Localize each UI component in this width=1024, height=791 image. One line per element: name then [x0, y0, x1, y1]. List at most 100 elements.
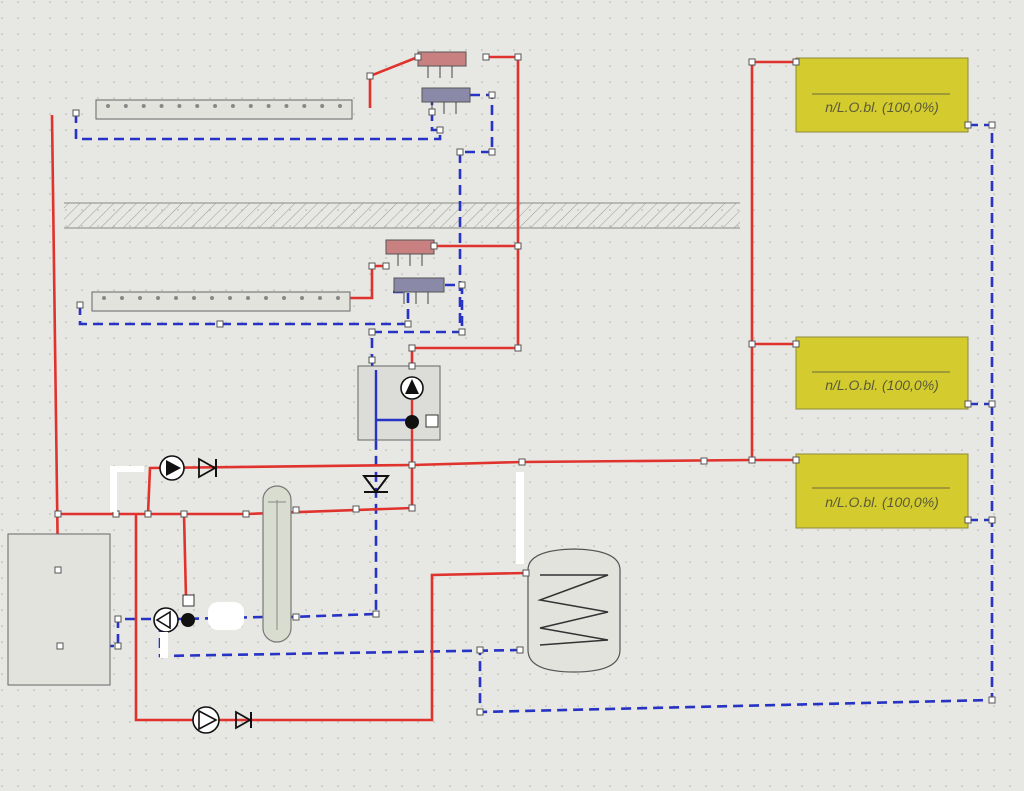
- correction-marks: [110, 466, 524, 658]
- loop-outlet: [141, 104, 146, 108]
- pipe-node: [408, 362, 416, 370]
- radiator-1: n/L.O.bl. (100,0%): [795, 57, 969, 133]
- pipe-node: [428, 108, 436, 116]
- floor-heating-upper: [95, 99, 353, 120]
- manifold-return-upper: [421, 87, 471, 114]
- supply-pipe-dhw: [134, 514, 527, 722]
- pipe-node: [382, 262, 390, 270]
- loop-outlet: [336, 296, 340, 300]
- check-valve-icon: [235, 710, 252, 730]
- pipe-node: [518, 458, 526, 466]
- pipe-node: [748, 340, 756, 348]
- pipe-node: [458, 328, 466, 336]
- pipe-node: [700, 457, 708, 465]
- pipe-node: [516, 646, 524, 654]
- loop-outlet: [266, 104, 271, 108]
- pipe-node: [488, 148, 496, 156]
- loop-outlet: [123, 104, 128, 108]
- pipe-node: [114, 642, 122, 650]
- pipe-node: [76, 301, 84, 309]
- loop-outlet: [192, 296, 196, 300]
- boiler-box: [7, 533, 111, 686]
- pump-icon: [192, 706, 220, 734]
- dhw-coil-tank: [527, 548, 621, 673]
- manifold-supply-lower: [385, 239, 435, 266]
- loop-outlet: [156, 296, 160, 300]
- manifold-return-lower: [393, 277, 445, 304]
- pipe-node: [456, 148, 464, 156]
- pipe-node: [414, 53, 422, 61]
- radiator-label: n/L.O.bl. (100,0%): [825, 99, 939, 115]
- pipe-node: [368, 262, 376, 270]
- pipe-node: [180, 510, 188, 518]
- pipe-node: [216, 320, 224, 328]
- mixing-valve-icon: [181, 613, 195, 627]
- check-valve-icon: [198, 457, 217, 479]
- pipe-node: [54, 510, 62, 518]
- pipe-node: [242, 510, 250, 518]
- loop-outlet: [138, 296, 142, 300]
- floor-heating-lower: [91, 291, 351, 312]
- pipe-node: [988, 516, 996, 524]
- loop-outlet: [195, 104, 200, 108]
- pipe-node: [964, 516, 972, 524]
- mixing-valve-icon: [405, 415, 419, 429]
- pump-icon: [159, 455, 185, 481]
- pipe-node: [964, 121, 972, 129]
- return-pipe-upper-manifold: [458, 93, 494, 325]
- supply-pipe-left-riser: [50, 114, 60, 571]
- pipe-node: [372, 610, 380, 618]
- manifold-supply-upper: [417, 51, 467, 78]
- pipe-node: [436, 126, 444, 134]
- pipe-node: [964, 400, 972, 408]
- pipe-node: [514, 53, 522, 61]
- pipe-node: [366, 72, 374, 80]
- loop-outlet: [282, 296, 286, 300]
- pipe-node: [458, 281, 466, 289]
- pipe-node: [404, 320, 412, 328]
- loop-outlet: [338, 104, 342, 108]
- pipe-node: [408, 504, 416, 512]
- loop-outlet: [228, 296, 232, 300]
- pipe-node: [368, 328, 376, 336]
- loop-outlet: [318, 296, 322, 300]
- pipe-node: [988, 121, 996, 129]
- radiator-2: n/L.O.bl. (100,0%): [795, 336, 969, 410]
- loop-outlet: [320, 104, 325, 108]
- mixing-group: [357, 365, 441, 441]
- pipe-node: [988, 696, 996, 704]
- pipe-node: [514, 344, 522, 352]
- loop-outlet: [246, 296, 250, 300]
- pipe-node: [430, 242, 438, 250]
- pipe-node: [522, 569, 530, 577]
- loop-outlet: [177, 104, 182, 108]
- pipe-node: [792, 58, 800, 66]
- pump-icon: [153, 607, 179, 633]
- loop-outlet: [302, 104, 307, 108]
- pipe-node: [408, 344, 416, 352]
- supply-pipe-separator: [182, 513, 188, 599]
- actuator-icon: [182, 594, 195, 607]
- loop-outlet: [102, 296, 106, 300]
- pipe-node: [988, 400, 996, 408]
- check-valve-icon: [362, 475, 390, 494]
- floor-slab: [64, 202, 740, 229]
- loop-outlet: [120, 296, 124, 300]
- loop-outlet: [284, 104, 289, 108]
- pipe-node: [792, 456, 800, 464]
- loop-outlet: [248, 104, 253, 108]
- radiator-label: n/L.O.bl. (100,0%): [825, 377, 939, 393]
- pipe-node: [748, 456, 756, 464]
- radiator-label: n/L.O.bl. (100,0%): [825, 494, 939, 510]
- loop-outlet: [213, 104, 218, 108]
- loop-outlet: [159, 104, 164, 108]
- buffer-vessel: [262, 485, 292, 643]
- pipe-node: [476, 708, 484, 716]
- pipe-node: [114, 615, 122, 623]
- pipe-node: [408, 461, 416, 469]
- loop-outlet: [106, 104, 110, 108]
- pipe-node: [792, 340, 800, 348]
- loop-outlet: [230, 104, 235, 108]
- pipe-node: [144, 510, 152, 518]
- pipe-node: [368, 356, 376, 364]
